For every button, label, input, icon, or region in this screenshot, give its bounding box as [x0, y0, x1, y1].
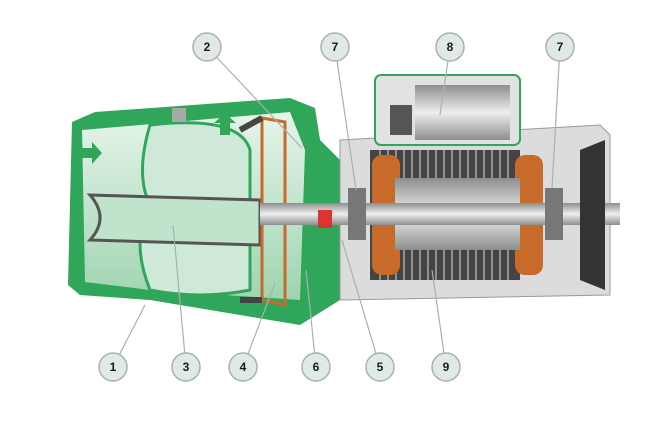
callout-6: 6 — [301, 352, 331, 382]
callout-label: 3 — [183, 360, 190, 374]
callout-circle — [320, 32, 350, 62]
pump-body — [68, 98, 340, 325]
callout-label: 7 — [557, 40, 564, 54]
callout-2: 2 — [192, 32, 222, 62]
flow-arrow-in-icon — [80, 142, 102, 164]
callout-label: 5 — [377, 360, 384, 374]
callout-label: 7 — [332, 40, 339, 54]
callout-1: 1 — [98, 352, 128, 382]
callout-label: 4 — [240, 360, 247, 374]
callout-circle — [98, 352, 128, 382]
callout-label: 6 — [313, 360, 320, 374]
callout-label: 9 — [443, 360, 450, 374]
callout-circle — [435, 32, 465, 62]
callout-9: 9 — [431, 352, 461, 382]
flow-arrow-out-icon — [214, 113, 236, 135]
callout-circle — [431, 352, 461, 382]
motor — [260, 74, 620, 301]
callout-label: 8 — [447, 40, 454, 54]
callout-7: 7 — [320, 32, 350, 62]
callout-circle — [365, 352, 395, 382]
callout-7: 7 — [545, 32, 575, 62]
callout-5: 5 — [365, 352, 395, 382]
callout-circle — [228, 352, 258, 382]
callout-3: 3 — [171, 352, 201, 382]
callout-label: 2 — [204, 40, 211, 54]
shaft — [260, 203, 620, 225]
callout-circle — [545, 32, 575, 62]
capacitor — [415, 85, 510, 140]
callout-circle — [301, 352, 331, 382]
callout-circle — [171, 352, 201, 382]
callout-8: 8 — [435, 32, 465, 62]
callout-circle — [192, 32, 222, 62]
callout-4: 4 — [228, 352, 258, 382]
callout-label: 1 — [110, 360, 117, 374]
